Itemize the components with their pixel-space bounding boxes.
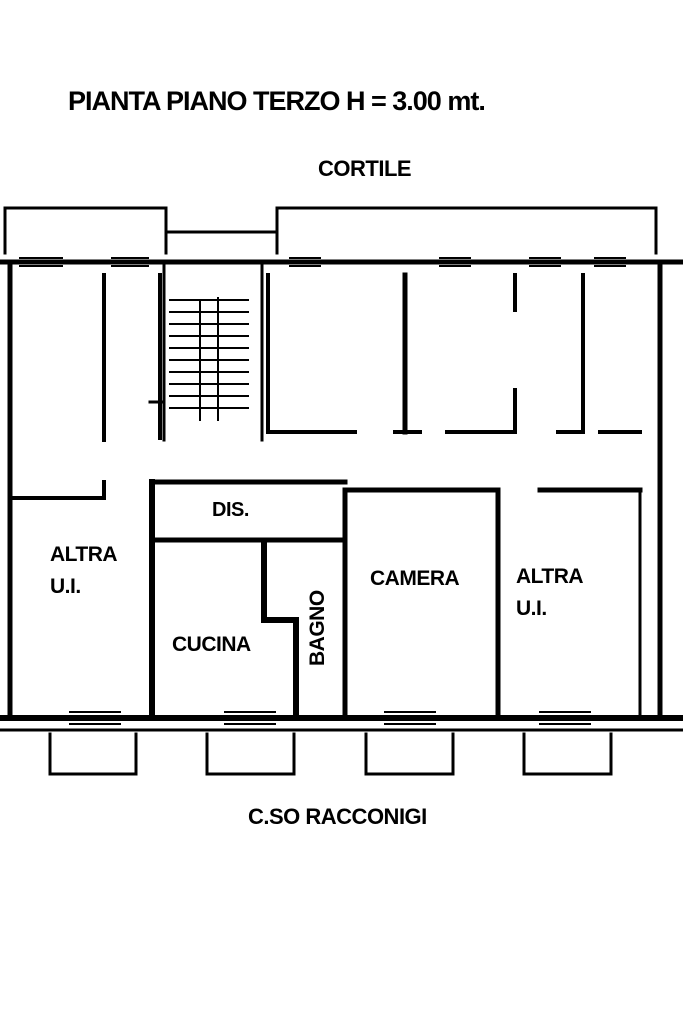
balcony-south-1 — [48, 732, 138, 776]
room-label-bagno: BAGNO — [306, 590, 329, 666]
street-label: C.SO RACCONIGI — [248, 804, 427, 829]
balcony-south-3 — [364, 732, 455, 776]
room-label-altra-right: ALTRA — [516, 565, 584, 588]
room-label-camera: CAMERA — [370, 567, 460, 590]
room-label-dis: DIS. — [212, 499, 249, 521]
balcony-north-right — [275, 206, 658, 255]
room-label-cucina: CUCINA — [172, 633, 251, 656]
room-label-altra-left: ALTRA — [50, 543, 118, 566]
room-label-ui-right: U.I. — [516, 597, 547, 620]
balcony-south-4 — [522, 732, 613, 776]
plan-title: PIANTA PIANO TERZO H = 3.00 mt. — [68, 86, 486, 116]
balcony-south-2 — [205, 732, 296, 776]
courtyard-label: CORTILE — [318, 156, 412, 181]
balcony-north-left — [3, 206, 168, 255]
room-label-ui-left: U.I. — [50, 575, 81, 598]
